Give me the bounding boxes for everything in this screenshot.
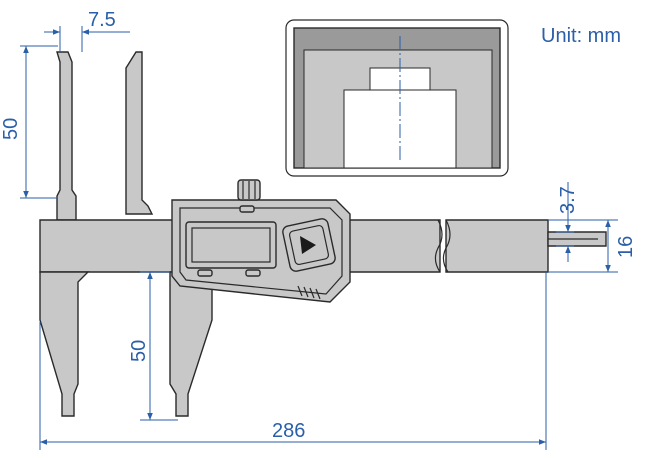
upper-jaw-sliding xyxy=(125,51,154,215)
dim-text-total-length: 286 xyxy=(272,420,305,442)
dim-total-length xyxy=(39,272,547,450)
dim-beam-thickness xyxy=(556,182,574,262)
dim-text-beam-width: 16 xyxy=(615,236,637,258)
unit-button[interactable] xyxy=(245,269,261,277)
depth-rod xyxy=(547,231,607,247)
lower-jaw-sliding xyxy=(169,271,213,417)
dim-text-beam-thickness: 3.7 xyxy=(557,186,579,214)
lcd-display xyxy=(185,221,277,269)
unit-label: Unit: mm xyxy=(541,25,621,47)
lower-jaw-fixed xyxy=(39,271,90,417)
dim-lower-jaw xyxy=(140,271,178,421)
play-triangle-icon[interactable] xyxy=(282,218,337,273)
dim-text-jaw-gap: 7.5 xyxy=(88,9,116,31)
dim-beam-width xyxy=(548,219,618,273)
thumb-wheel xyxy=(237,179,261,201)
dim-jaw-gap xyxy=(44,26,130,52)
dim-text-upper-jaw: 50 xyxy=(0,118,22,140)
upper-jaw-fixed xyxy=(56,51,77,221)
dim-upper-jaw xyxy=(20,45,58,199)
dim-text-lower-jaw: 50 xyxy=(128,340,150,362)
lock-screw xyxy=(239,205,255,213)
zero-button[interactable] xyxy=(197,269,213,277)
thumb-grip xyxy=(297,285,321,300)
depth-inset xyxy=(285,19,509,177)
